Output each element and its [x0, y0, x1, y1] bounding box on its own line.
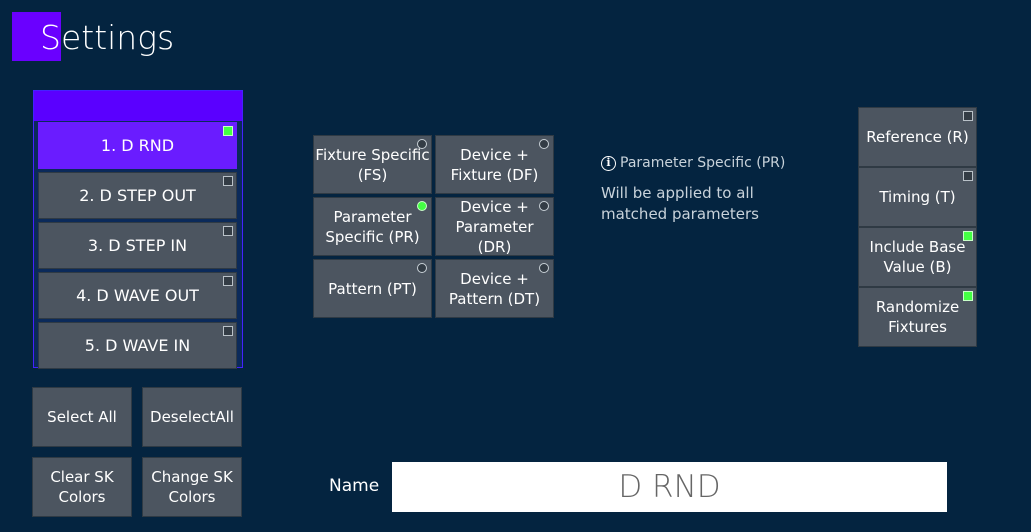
- name-label: Name: [329, 476, 380, 496]
- deselect-all-button[interactable]: DeselectAll: [142, 387, 242, 447]
- list-item-label: 4. D WAVE OUT: [76, 286, 199, 305]
- radio-indicator-icon: [417, 201, 427, 211]
- info-heading: i Parameter Specific (PR): [601, 155, 785, 171]
- phaser-list: 1. D RND 2. D STEP OUT 3. D STEP IN 4. D…: [33, 90, 243, 369]
- mode-device-parameter[interactable]: Device + Parameter (DR): [435, 197, 554, 256]
- mode-device-pattern[interactable]: Device + Pattern (DT): [435, 259, 554, 318]
- mode-fixture-specific[interactable]: Fixture Specific (FS): [313, 135, 432, 194]
- status-indicator-icon: [223, 176, 233, 186]
- list-item-d-step-in[interactable]: 3. D STEP IN: [38, 222, 237, 269]
- radio-indicator-icon: [539, 139, 549, 149]
- mode-pattern[interactable]: Pattern (PT): [313, 259, 432, 318]
- status-indicator-icon: [223, 276, 233, 286]
- mode-parameter-specific[interactable]: Parameter Specific (PR): [313, 197, 432, 256]
- timing-toggle[interactable]: Timing (T): [858, 167, 977, 227]
- status-indicator-icon: [963, 171, 973, 181]
- option-label: Timing (T): [879, 188, 956, 206]
- radio-indicator-icon: [417, 139, 427, 149]
- status-indicator-icon: [963, 111, 973, 121]
- mode-label: Device + Pattern (DT): [448, 269, 541, 308]
- change-sk-colors-button[interactable]: Change SK Colors: [142, 457, 242, 517]
- title-accent: [12, 12, 61, 61]
- radio-indicator-icon: [539, 201, 549, 211]
- radio-indicator-icon: [539, 263, 549, 273]
- mode-label: Fixture Specific (FS): [315, 145, 430, 184]
- info-description: Will be applied to all matched parameter…: [601, 184, 759, 223]
- mode-device-fixture[interactable]: Device + Fixture (DF): [435, 135, 554, 194]
- page-title: Settings: [40, 18, 175, 57]
- status-indicator-icon: [223, 326, 233, 336]
- mode-label: Device + Fixture (DF): [450, 145, 539, 184]
- list-header: [34, 91, 242, 121]
- status-indicator-icon: [223, 126, 233, 136]
- list-item-label: 1. D RND: [100, 136, 175, 155]
- status-indicator-icon: [963, 291, 973, 301]
- list-item-label: 5. D WAVE IN: [84, 336, 191, 355]
- mode-label: Device + Parameter (DR): [455, 197, 534, 256]
- status-indicator-icon: [963, 231, 973, 241]
- info-title-text: Parameter Specific (PR): [620, 155, 786, 171]
- list-item-d-wave-in[interactable]: 5. D WAVE IN: [38, 322, 237, 369]
- include-base-value-toggle[interactable]: Include Base Value (B): [858, 227, 977, 287]
- option-label: Reference (R): [866, 128, 969, 146]
- randomize-fixtures-toggle[interactable]: Randomize Fixtures: [858, 287, 977, 347]
- option-label: Include Base Value (B): [869, 238, 966, 276]
- list-item-d-rnd[interactable]: 1. D RND: [38, 122, 237, 169]
- info-icon: i: [601, 155, 616, 171]
- select-all-button[interactable]: Select All: [32, 387, 132, 447]
- name-input[interactable]: [392, 462, 947, 512]
- status-indicator-icon: [223, 226, 233, 236]
- clear-sk-colors-button[interactable]: Clear SK Colors: [32, 457, 132, 517]
- list-item-label: 3. D STEP IN: [87, 236, 188, 255]
- list-item-d-step-out[interactable]: 2. D STEP OUT: [38, 172, 237, 219]
- mode-label: Parameter Specific (PR): [325, 207, 420, 246]
- radio-indicator-icon: [417, 263, 427, 273]
- reference-toggle[interactable]: Reference (R): [858, 107, 977, 167]
- list-item-d-wave-out[interactable]: 4. D WAVE OUT: [38, 272, 237, 319]
- mode-label: Pattern (PT): [328, 279, 417, 298]
- list-item-label: 2. D STEP OUT: [79, 186, 196, 205]
- option-label: Randomize Fixtures: [875, 298, 960, 336]
